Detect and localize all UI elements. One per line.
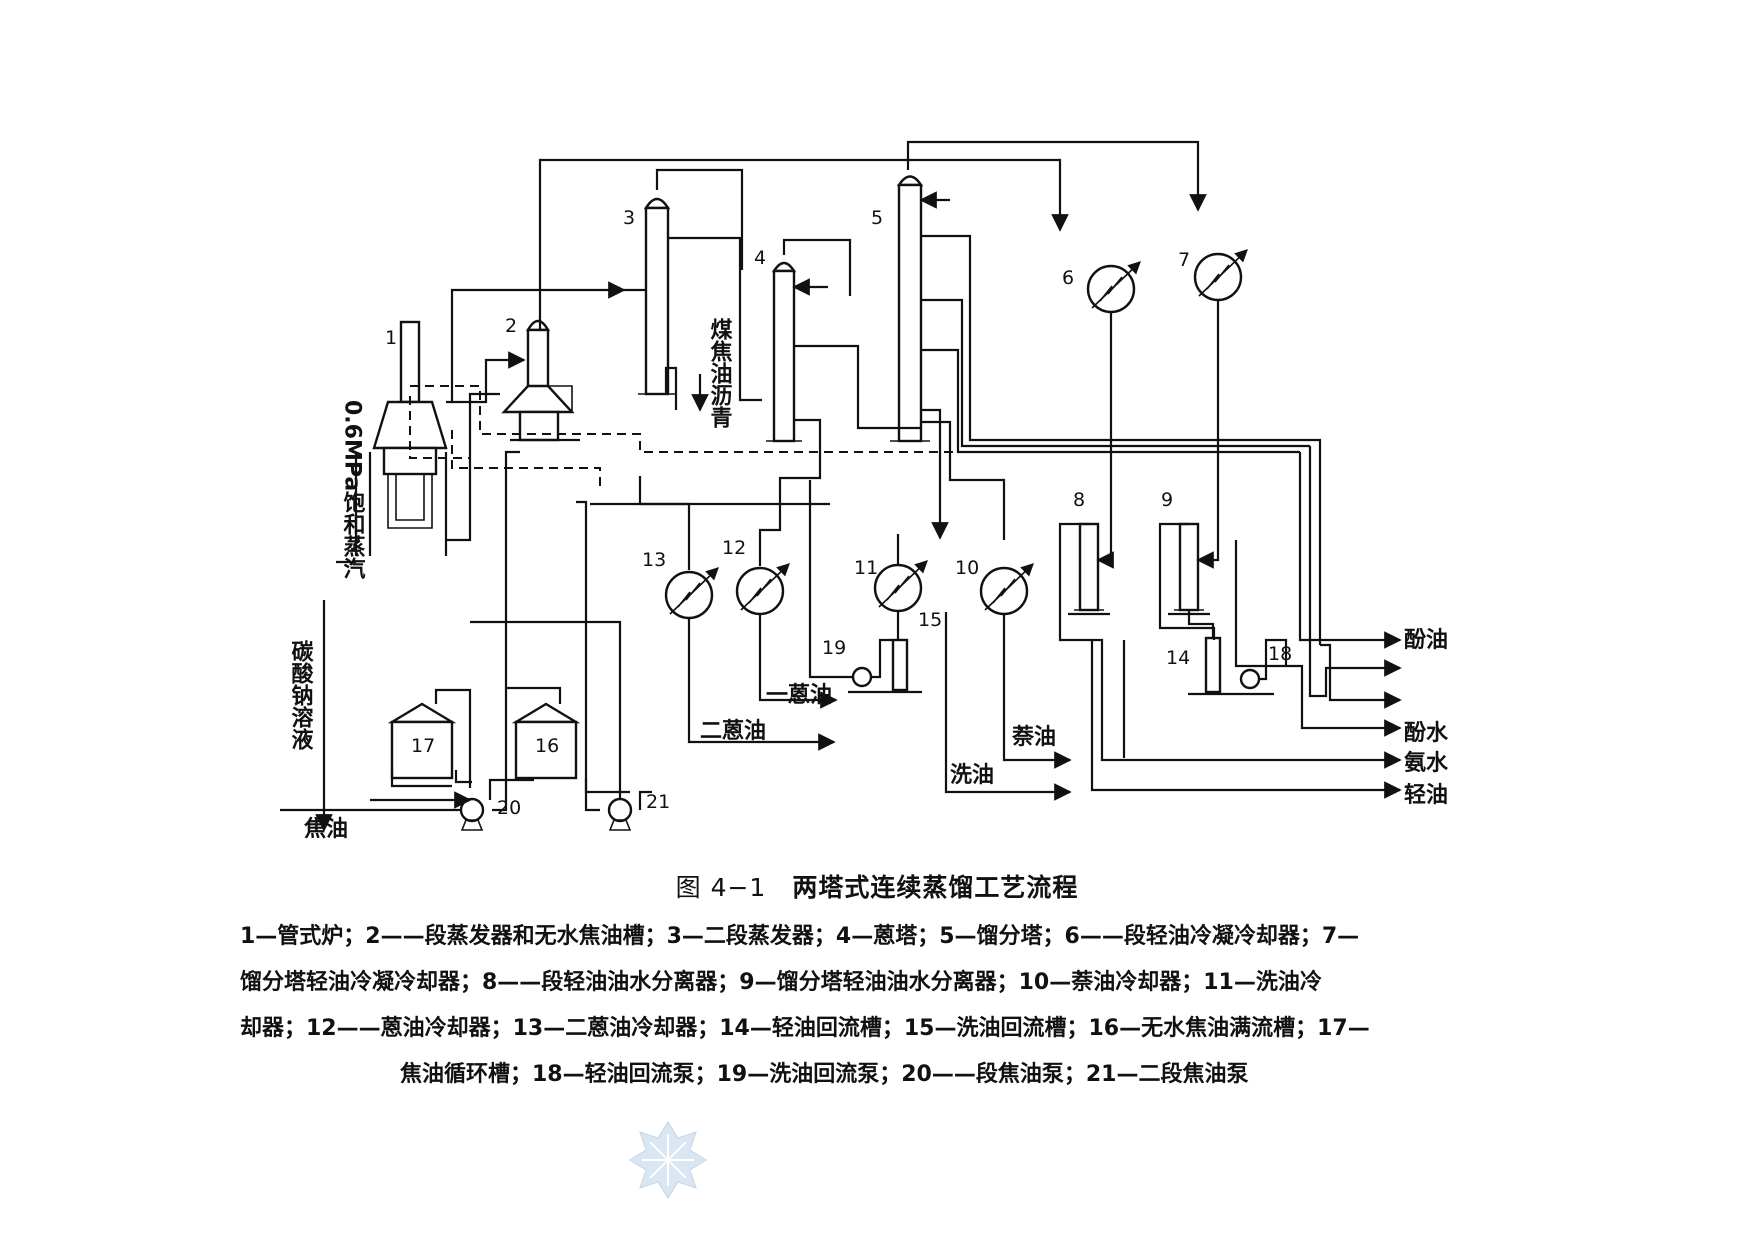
equipment-label: 6 <box>1062 267 1074 289</box>
equipment-label: 20 <box>497 797 521 819</box>
wash-oil-reflux-pump-19 <box>851 666 873 688</box>
light-oil-reflux-tank-14 <box>1188 636 1274 696</box>
equipment-label: 16 <box>535 735 559 757</box>
equipment-label: 3 <box>623 207 635 229</box>
figure-title: 两塔式连续蒸馏工艺流程 <box>792 873 1079 902</box>
ammonia-water-label: 氨水 <box>1404 750 1449 776</box>
tar-pump-21 <box>607 797 633 831</box>
piping <box>280 140 1402 832</box>
legend-line: 焦油循环槽；18—轻油回流泵；19—洗油回流泵；20——段焦油泵；21—二段焦油… <box>400 1062 1249 1087</box>
light-oil-label: 轻油 <box>1404 782 1448 808</box>
equipment-label: 4 <box>754 247 766 269</box>
equipment-label: 11 <box>854 557 878 579</box>
first-anthracene-oil-label: 一蒽油 <box>766 683 832 708</box>
equipment-label: 18 <box>1268 643 1292 665</box>
soda-solution-label: 碳酸钠溶液 <box>288 640 314 751</box>
wash-oil-label: 洗油 <box>950 763 994 788</box>
condenser-7 <box>1193 249 1248 302</box>
legend-line: 1—管式炉；2——段蒸发器和无水焦油槽；3—二段蒸发器；4—蒽塔；5—馏分塔；6… <box>240 924 1360 949</box>
evaporator-3 <box>638 197 676 396</box>
cooler-12 <box>735 563 790 616</box>
equipment-label: 14 <box>1166 647 1190 669</box>
wash-oil-reflux-tank-15 <box>848 638 922 694</box>
equipment-label: 15 <box>918 609 942 631</box>
tar-inlet-label: 焦油 <box>303 816 348 842</box>
figure-number: 图 4−1 <box>675 873 767 902</box>
equipment-label: 2 <box>505 315 517 337</box>
equipment-label: 1 <box>385 327 397 349</box>
fractionation-column-5 <box>890 175 930 443</box>
tar-circulation-tank-17 <box>387 702 457 780</box>
tar-overflow-tank-16 <box>511 702 581 780</box>
oil-water-separator-9 <box>1168 522 1210 616</box>
watermark-snowflake-icon <box>629 1121 707 1199</box>
phenol-water-label: 酚水 <box>1404 721 1449 746</box>
equipment-label: 9 <box>1161 489 1173 511</box>
equipment-label: 21 <box>646 791 670 813</box>
stream-labels: 0.6MPa饱和蒸汽 碳酸钠溶液 煤焦油沥青 焦油 酚油 酚水 氨水 轻油 萘油… <box>288 317 1450 842</box>
steam-label: 0.6MPa饱和蒸汽 <box>340 400 366 580</box>
tube-furnace-1 <box>368 320 448 556</box>
second-anthracene-oil-label: 二蒽油 <box>700 719 766 744</box>
equipment-label: 19 <box>822 637 846 659</box>
equipment-label: 12 <box>722 537 746 559</box>
equipment-label: 10 <box>955 557 979 579</box>
phenol-oil-label: 酚油 <box>1404 628 1448 653</box>
figure-caption: 图 4−1 两塔式连续蒸馏工艺流程 <box>0 868 1754 904</box>
equipment-label: 8 <box>1073 489 1085 511</box>
legend-line: 却器；12——蒽油冷却器；13—二蒽油冷却器；14—轻油回流槽；15—洗油回流槽… <box>240 1016 1370 1041</box>
oil-water-separator-8 <box>1068 522 1110 616</box>
anthracene-column-4 <box>766 261 802 443</box>
equipment-labels: 1 2 3 4 5 6 7 8 9 10 11 12 13 14 15 16 1… <box>385 207 1292 819</box>
equipment-label: 13 <box>642 549 666 571</box>
cooler-11 <box>873 560 928 613</box>
naphthalene-oil-label: 萘油 <box>1011 725 1056 750</box>
coal-tar-pitch-label: 煤焦油沥青 <box>707 317 734 428</box>
tar-pump-20 <box>459 797 485 831</box>
equipment-label: 17 <box>411 735 435 757</box>
light-oil-reflux-pump-18 <box>1239 668 1261 690</box>
evaporator-2 <box>501 319 580 442</box>
cooler-13 <box>664 567 719 620</box>
condenser-6 <box>1086 261 1141 314</box>
legend-line: 馏分塔轻油冷凝冷却器；8——段轻油油水分离器；9—馏分塔轻油油水分离器；10—萘… <box>240 970 1322 995</box>
cooler-10 <box>979 563 1034 616</box>
equipment-label: 5 <box>871 207 883 229</box>
equipment-label: 7 <box>1178 249 1190 271</box>
